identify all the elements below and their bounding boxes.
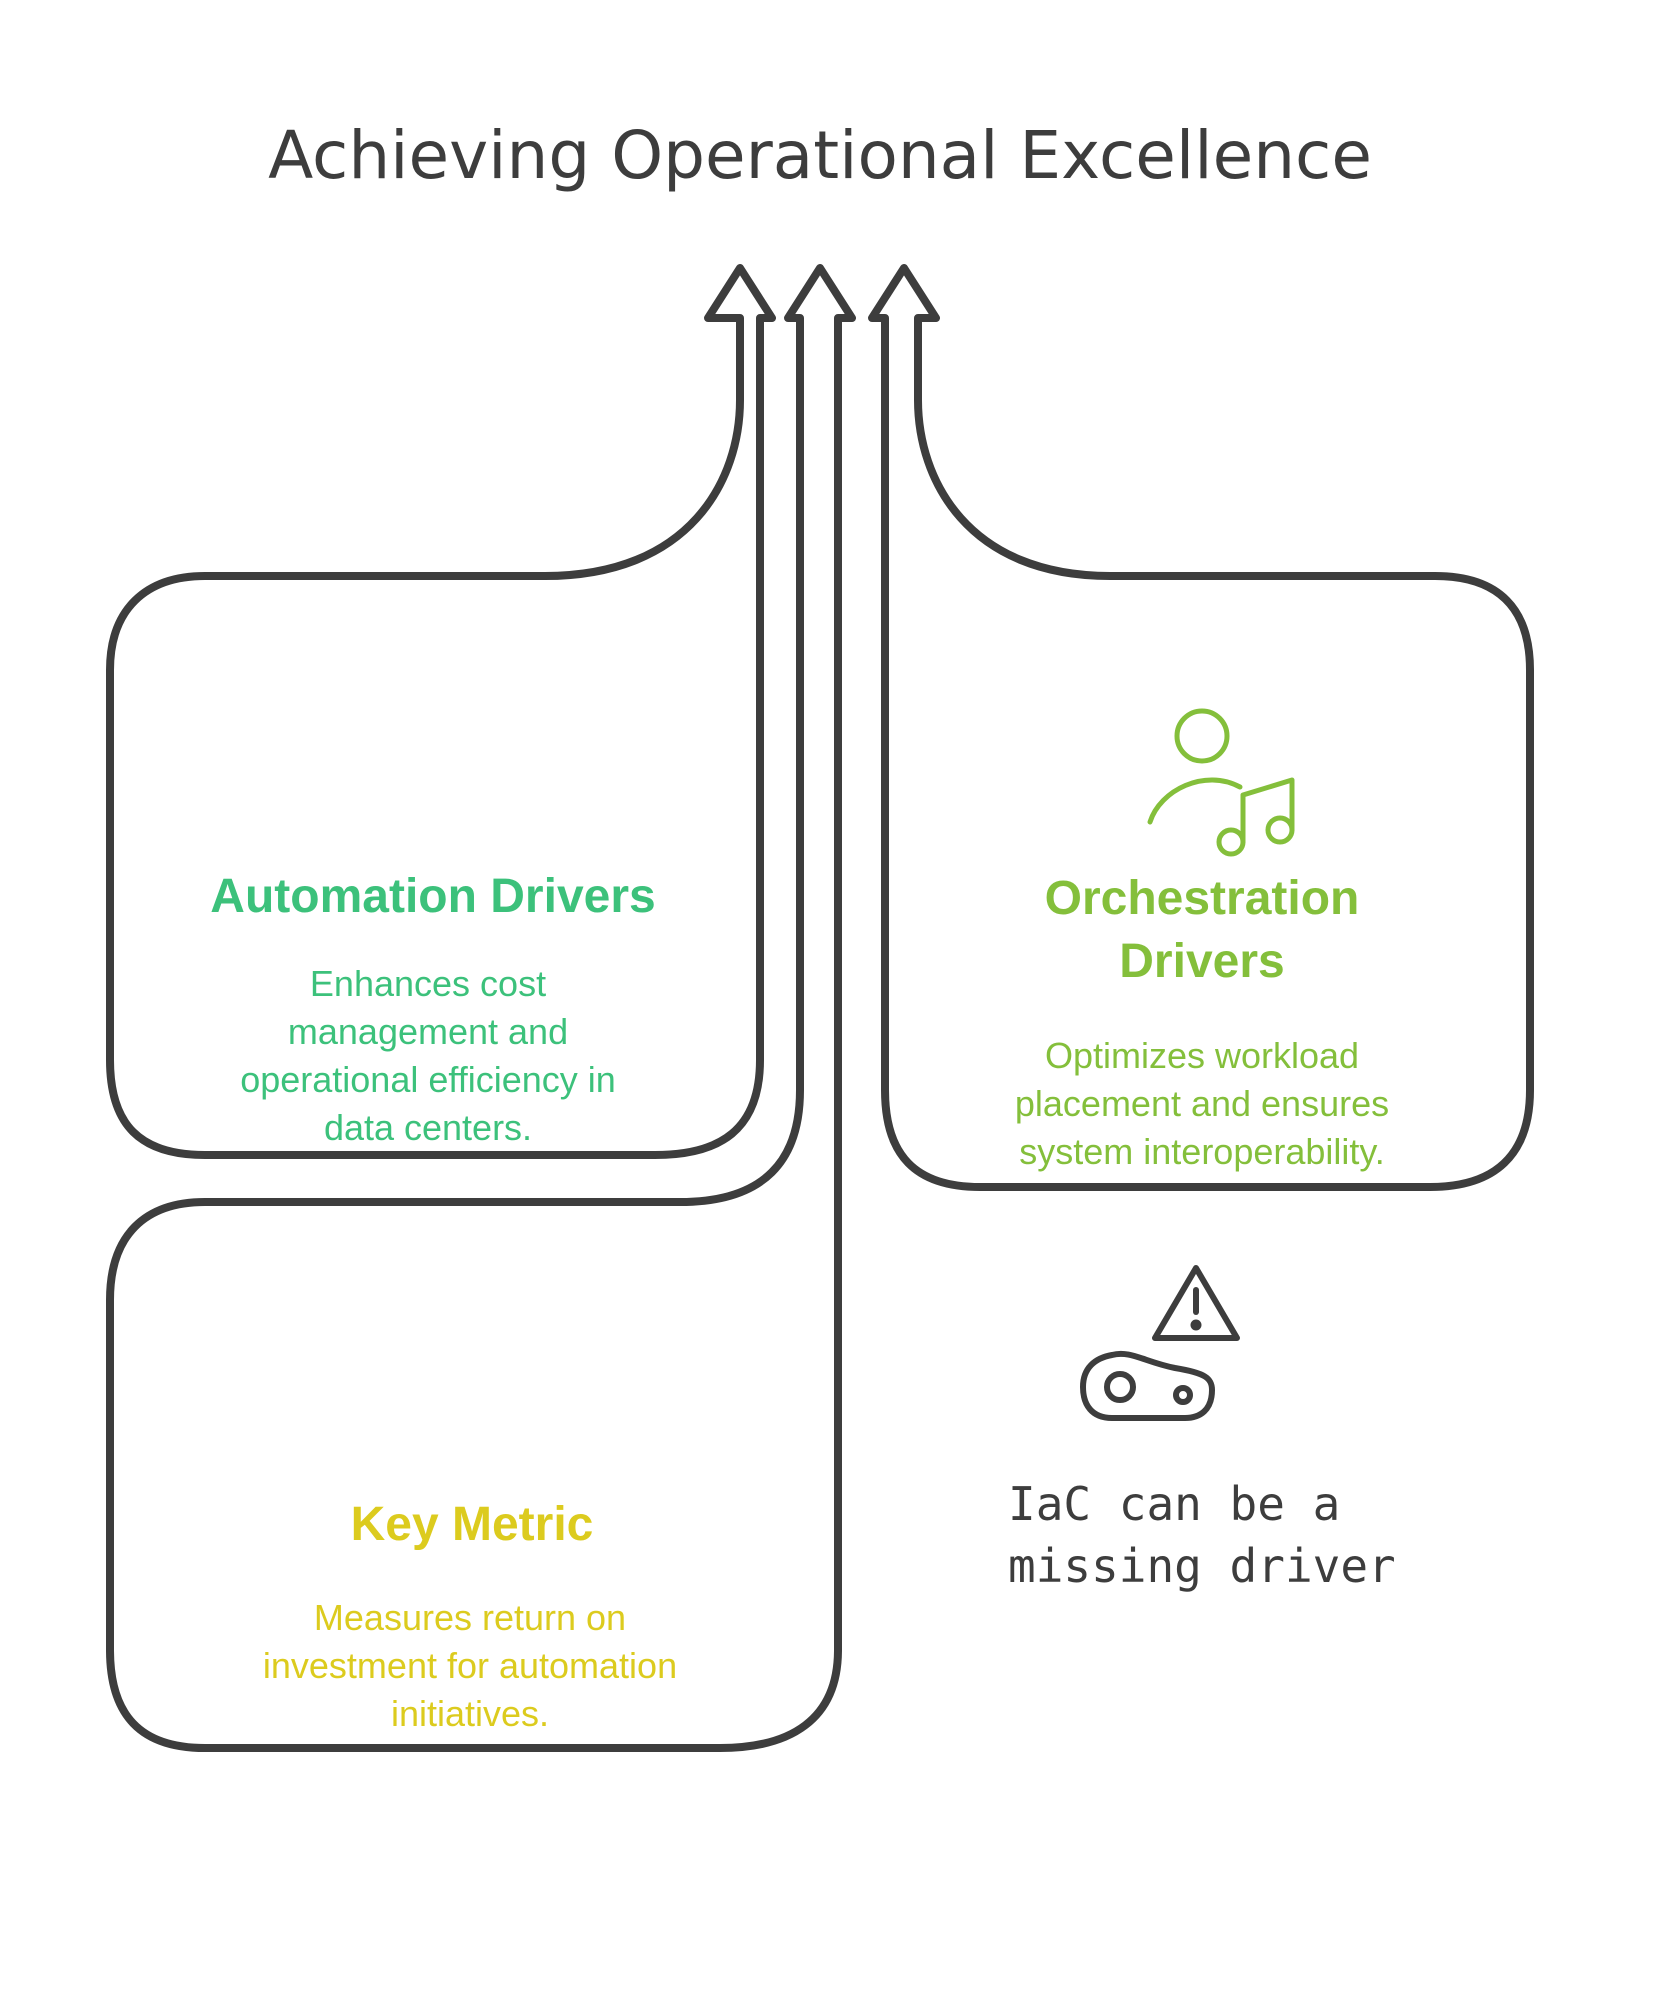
automation-desc-line-3: operational efficiency in (240, 1059, 616, 1100)
key-metric-heading: Key Metric (351, 1498, 594, 1551)
key-metric-desc-line-2: investment for automation (263, 1645, 677, 1686)
key-metric-desc-line-1: Measures return on (314, 1597, 626, 1638)
note-line-2: missing driver (1008, 1539, 1396, 1593)
conductor-icon (1147, 708, 1295, 857)
orchestration-desc-line-3: system interoperability. (1019, 1131, 1384, 1172)
key-metric-shape (106, 264, 856, 1752)
page-title: Achieving Operational Excellence (268, 117, 1372, 194)
automation-desc-line-4: data centers. (324, 1107, 532, 1148)
orchestration-heading-line-1: Orchestration (1045, 872, 1360, 925)
note-line-1: IaC can be a (1008, 1477, 1340, 1531)
automation-desc-line-1: Enhances cost (310, 963, 546, 1004)
automation-heading: Automation Drivers (210, 870, 655, 923)
orchestration-desc-line-2: placement and ensures (1015, 1083, 1389, 1124)
orchestration-desc-line-1: Optimizes workload (1045, 1035, 1359, 1076)
warning-icon (1152, 1265, 1240, 1341)
conveyor-icon (1080, 1350, 1215, 1421)
automation-drivers-shape (106, 264, 776, 1159)
orchestration-drivers-shape (868, 264, 1534, 1191)
key-metric-desc-line-3: initiatives. (391, 1693, 549, 1734)
orchestration-heading-line-2: Drivers (1119, 935, 1284, 988)
automation-desc-line-2: management and (288, 1011, 568, 1052)
